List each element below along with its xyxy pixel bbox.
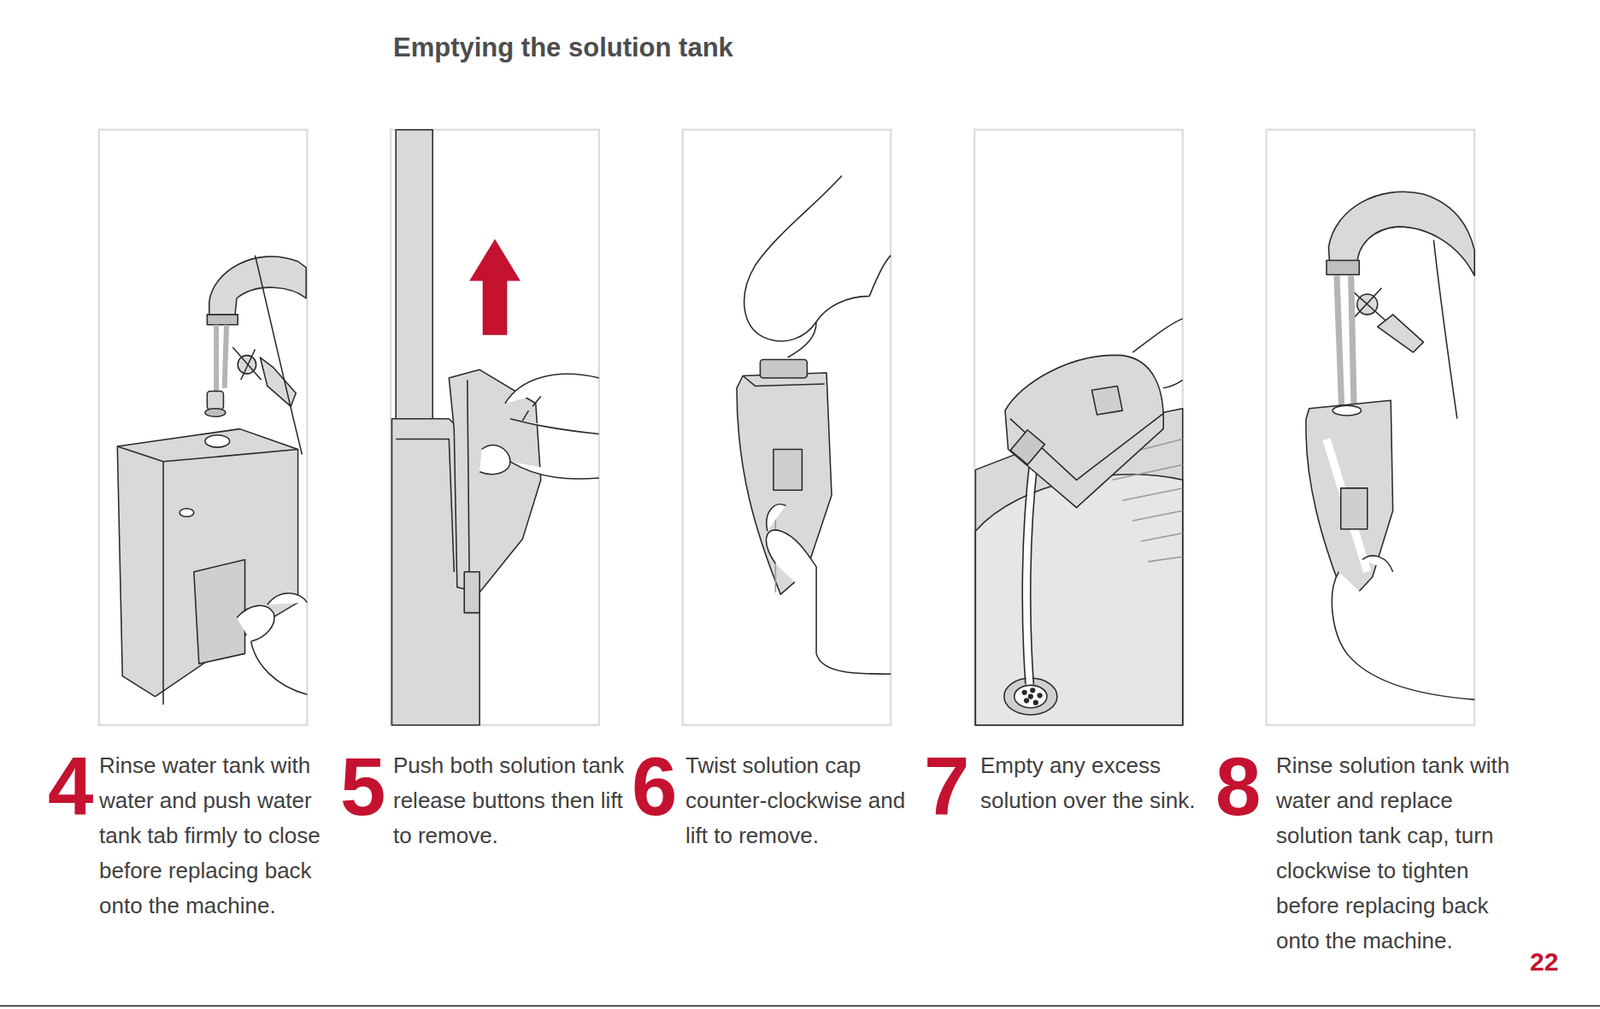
step-number: 8: [1215, 745, 1259, 828]
remove-cap-figure: [736, 175, 891, 674]
page-number: 22: [1529, 947, 1559, 977]
step-text: Rinse solution tank with water and repla…: [1276, 747, 1518, 959]
rinse-water-tank-figure: [117, 255, 307, 706]
step-number: 5: [340, 745, 383, 828]
step-number: 6: [631, 745, 675, 828]
panel-frames: [99, 129, 1475, 725]
step-text: Rinse water tank with water and push wat…: [99, 747, 341, 924]
page-title: Emptying the solution tank: [393, 32, 734, 64]
lift-arrow: [469, 238, 521, 335]
step-text: Push both solution tank release buttons …: [393, 747, 635, 853]
step-number: 7: [923, 745, 967, 828]
page-rule: [0, 1005, 1600, 1007]
rinse-solution-tank-figure: [1305, 191, 1475, 700]
remove-solution-tank-figure: [391, 129, 599, 725]
step-text: Empty any excess solution over the sink.: [980, 747, 1222, 818]
step-text: Twist solution cap counter-clockwise and…: [685, 747, 927, 853]
empty-over-sink-figure: [975, 318, 1183, 725]
step-number: 4: [47, 745, 91, 828]
